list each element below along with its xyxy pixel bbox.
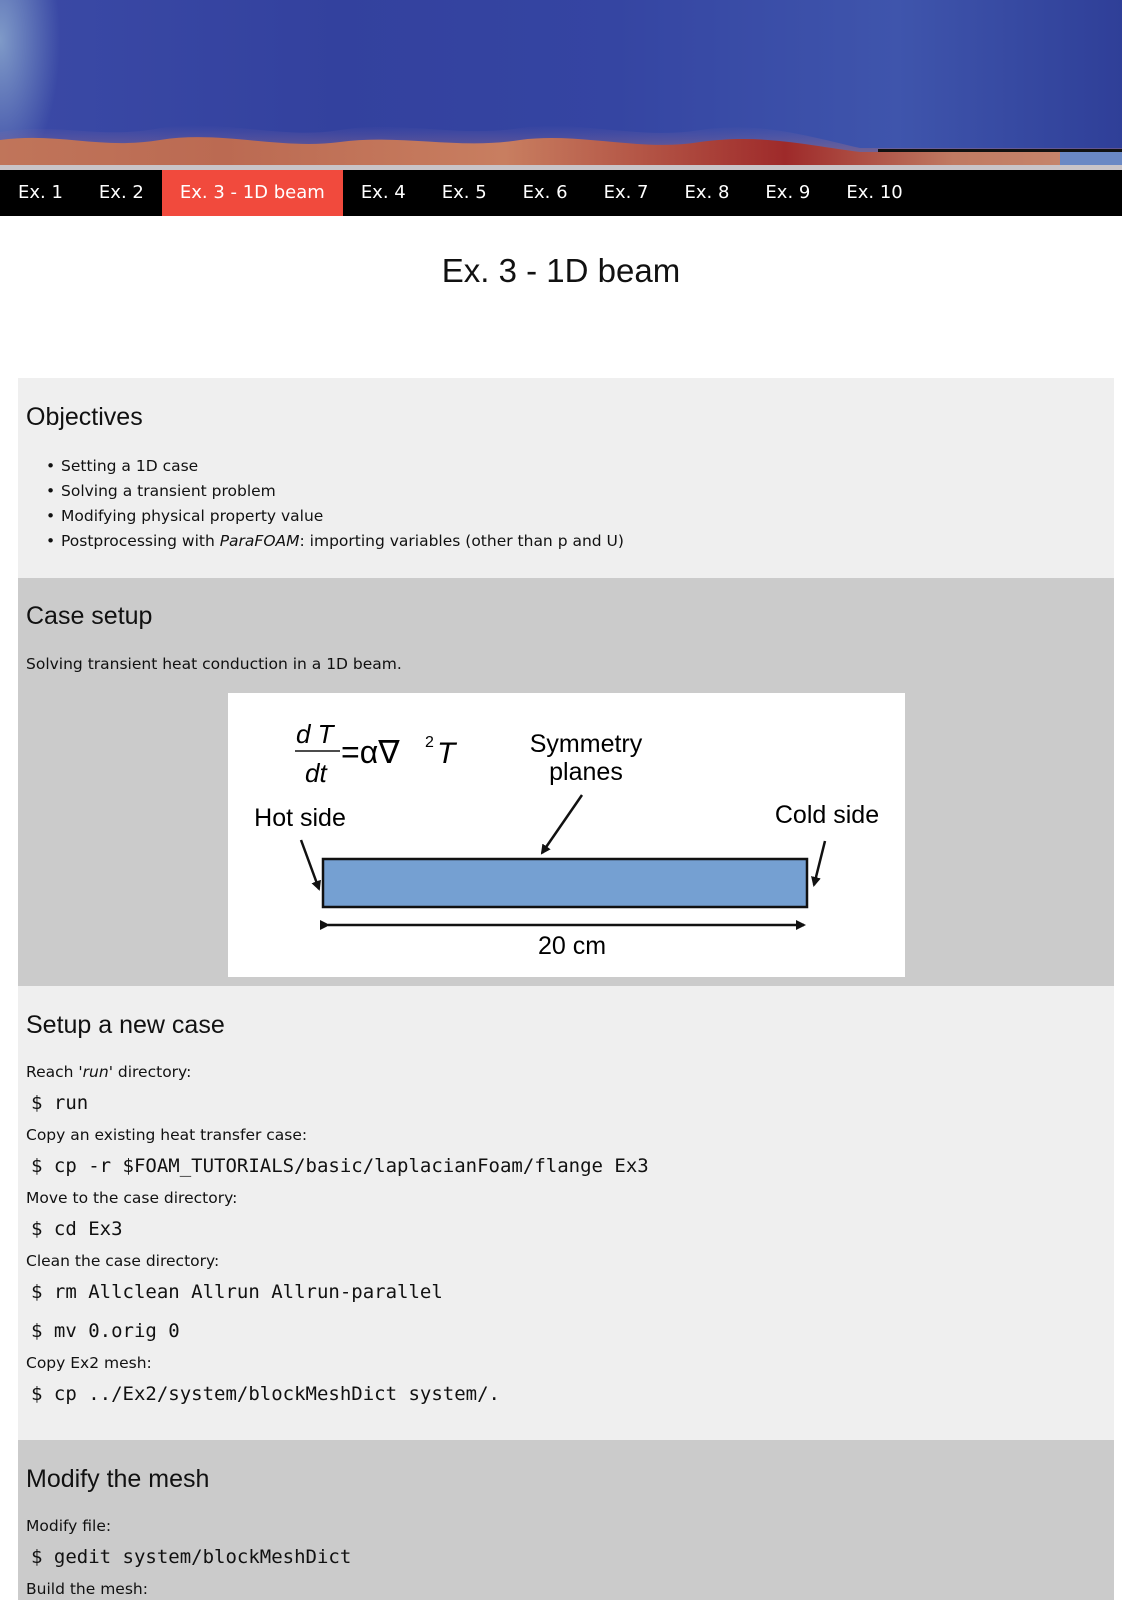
step-reach-run-prefix: Reach ' <box>26 1063 83 1081</box>
cold-side-label: Cold side <box>775 801 879 829</box>
step-clean-dir: Clean the case directory: <box>26 1252 220 1270</box>
equation-exponent: 2 <box>425 734 434 751</box>
paraview-emphasis: ParaFOAM <box>219 532 300 550</box>
header-banner-image <box>0 0 1122 170</box>
case-setup-heading: Case setup <box>26 602 153 630</box>
objective-item: Postprocessing with ParaFOAM: importing … <box>46 529 624 554</box>
step-copy-mesh: Copy Ex2 mesh: <box>26 1354 152 1372</box>
tab-ex-4[interactable]: Ex. 4 <box>360 182 406 203</box>
step-reach-run: Reach 'run' directory: <box>26 1063 191 1081</box>
equation-variable: T <box>437 737 458 770</box>
command-mv: $ mv 0.orig 0 <box>31 1320 180 1342</box>
run-emphasis: run <box>82 1063 109 1081</box>
symmetry-label-line1: Symmetry <box>530 730 643 758</box>
banner-flow-visualization <box>0 125 1122 170</box>
equation-rhs: =α∇ <box>341 734 400 770</box>
tab-ex-9[interactable]: Ex. 9 <box>765 182 811 203</box>
command-copy-blockmesh: $ cp ../Ex2/system/blockMeshDict system/… <box>31 1383 500 1405</box>
modify-mesh-section: Modify the mesh Modify file: $ gedit sys… <box>18 1440 1114 1600</box>
command-gedit: $ gedit system/blockMeshDict <box>31 1546 352 1568</box>
step-modify-file: Modify file: <box>26 1517 112 1535</box>
command-copy-flange: $ cp -r $FOAM_TUTORIALS/basic/laplacianF… <box>31 1155 649 1177</box>
step-build-mesh: Build the mesh: <box>26 1580 148 1598</box>
symmetry-label-line2: planes <box>549 758 623 786</box>
symmetry-arrow <box>540 794 584 855</box>
equation-denominator: dt <box>305 758 328 788</box>
case-setup-description: Solving transient heat conduction in a 1… <box>26 655 402 673</box>
beam-diagram-figure: d T dt =α∇ 2 T Symmetry planes Hot side … <box>228 693 905 977</box>
tab-ex-8[interactable]: Ex. 8 <box>684 182 730 203</box>
tab-ex-2[interactable]: Ex. 2 <box>98 182 144 203</box>
length-label: 20 cm <box>538 932 606 960</box>
command-run: $ run <box>31 1092 89 1114</box>
page-title: Ex. 3 - 1D beam <box>441 252 681 289</box>
tab-ex-3-active[interactable]: Ex. 3 - 1D beam <box>161 170 343 216</box>
beam-diagram: d T dt =α∇ 2 T Symmetry planes Hot side … <box>254 719 879 960</box>
objectives-list: Setting a 1D case Solving a transient pr… <box>26 454 624 554</box>
cold-side-arrow <box>811 840 827 887</box>
tab-ex-6[interactable]: Ex. 6 <box>522 182 568 203</box>
setup-new-case-section: Setup a new case Reach 'run' directory: … <box>18 986 1114 1440</box>
step-move-dir: Move to the case directory: <box>26 1189 238 1207</box>
tab-ex-5[interactable]: Ex. 5 <box>441 182 487 203</box>
tab-ex-1[interactable]: Ex. 1 <box>18 182 63 203</box>
objective-item: Solving a transient problem <box>46 479 624 504</box>
objectives-section: Objectives Setting a 1D case Solving a t… <box>18 378 1114 578</box>
objective-item: Modifying physical property value <box>46 504 624 529</box>
exercise-nav-bar: Ex. 1 Ex. 2 Ex. 3 - 1D beam Ex. 4 Ex. 5 … <box>0 170 1122 216</box>
objective-item: Setting a 1D case <box>46 454 624 479</box>
step-copy-case: Copy an existing heat transfer case: <box>26 1126 308 1144</box>
objective-item-prefix: Postprocessing with <box>61 532 220 550</box>
command-cd: $ cd Ex3 <box>31 1218 123 1240</box>
tab-ex-10[interactable]: Ex. 10 <box>846 182 903 203</box>
modify-mesh-heading: Modify the mesh <box>26 1465 210 1493</box>
command-rm: $ rm Allclean Allrun Allrun-parallel <box>31 1281 443 1303</box>
step-reach-run-suffix: ' directory: <box>108 1063 192 1081</box>
objective-item-suffix: : importing variables (other than p and … <box>299 532 624 550</box>
beam-rectangle <box>321 857 809 909</box>
setup-new-case-heading: Setup a new case <box>26 1011 225 1039</box>
hot-side-label: Hot side <box>254 804 346 832</box>
objectives-heading: Objectives <box>26 403 143 431</box>
equation-numerator: d T <box>296 719 336 749</box>
hot-side-arrow <box>299 839 321 891</box>
case-setup-section: Case setup Solving transient heat conduc… <box>18 578 1114 986</box>
tab-ex-7[interactable]: Ex. 7 <box>603 182 649 203</box>
